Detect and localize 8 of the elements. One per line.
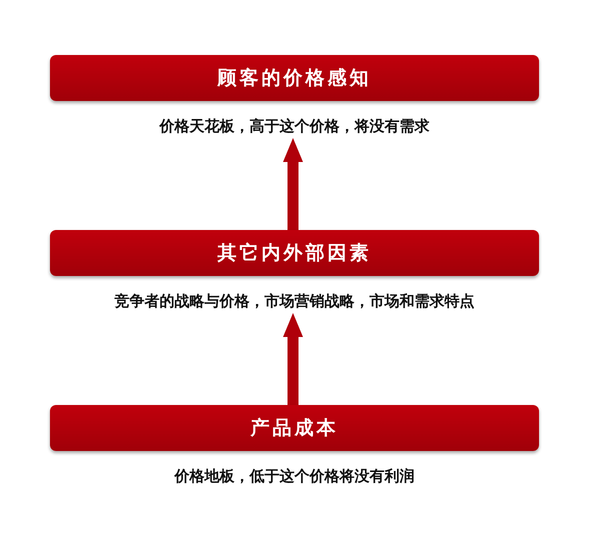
heading-bar: 顾客的价格感知: [50, 55, 539, 101]
description-text: 价格地板，低于这个价格将没有利润: [173, 467, 416, 486]
heading-bar: 其它内外部因素: [50, 230, 539, 276]
description-text: 价格天花板，高于这个价格，将没有需求: [158, 117, 430, 136]
up-arrow: [283, 138, 303, 230]
description-text: 竞争者的战略与价格，市场营销战略，市场和需求特点: [114, 292, 476, 311]
up-arrow: [283, 313, 303, 405]
heading-bar: 产品成本: [50, 405, 539, 451]
